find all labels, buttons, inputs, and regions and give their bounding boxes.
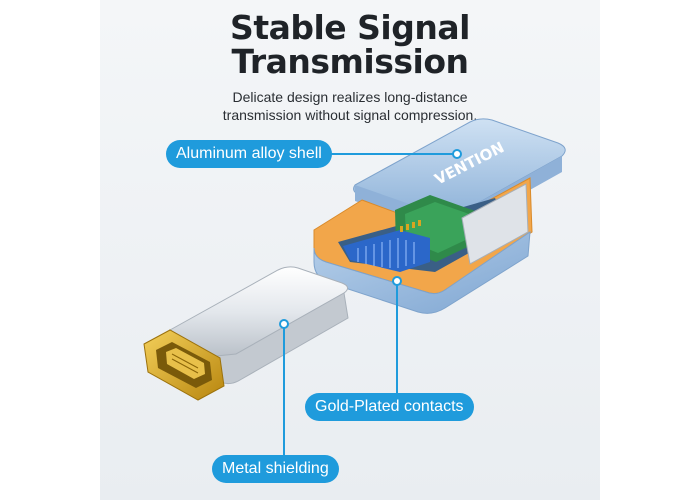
callout-shielding-marker bbox=[279, 319, 289, 329]
callout-shell-leader bbox=[330, 153, 453, 155]
product-infographic-panel: Stable Signal Transmission Delicate desi… bbox=[100, 0, 600, 500]
metal-shielding-module bbox=[143, 266, 349, 401]
callout-aluminum-shell-label: Aluminum alloy shell bbox=[176, 145, 322, 162]
hdmi-adapter-illustration: VENTION bbox=[143, 118, 566, 401]
callout-aluminum-shell: Aluminum alloy shell bbox=[166, 140, 332, 168]
heading-line-2: Transmission bbox=[231, 42, 469, 81]
subheading-line-1: Delicate design realizes long-distance bbox=[232, 89, 468, 105]
callout-gold-contacts: Gold-Plated contacts bbox=[305, 393, 474, 421]
callout-contacts-leader bbox=[396, 282, 398, 394]
callout-contacts-marker bbox=[392, 276, 402, 286]
subheading-line-2: transmission without signal compression. bbox=[222, 107, 478, 123]
callout-shell-marker bbox=[452, 149, 462, 159]
heading-line-1: Stable Signal bbox=[230, 8, 470, 47]
callout-gold-contacts-label: Gold-Plated contacts bbox=[315, 398, 464, 415]
aluminum-shell-module bbox=[313, 118, 566, 314]
callout-shielding-leader bbox=[283, 326, 285, 456]
callout-metal-shielding: Metal shielding bbox=[212, 455, 339, 483]
callout-metal-shielding-label: Metal shielding bbox=[222, 460, 329, 477]
